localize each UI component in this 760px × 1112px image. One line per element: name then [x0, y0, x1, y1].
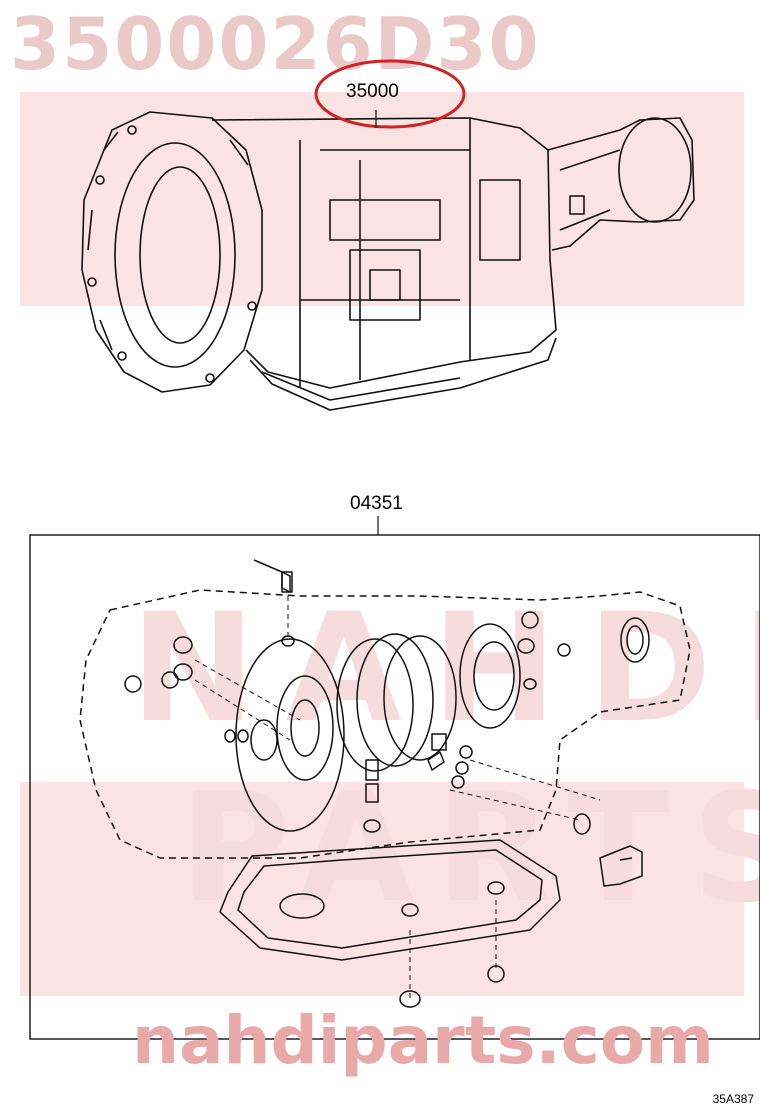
watermark-logo: NAHDI PARTS — [130, 582, 760, 936]
highlight-ring — [314, 59, 466, 129]
watermark-parts: PARTS — [180, 762, 760, 936]
illustration-id: 35A387 — [712, 1092, 754, 1106]
website-watermark: nahdiparts.com — [132, 1002, 714, 1079]
assembly-callout-label: 35000 — [346, 81, 399, 102]
watermark-nahdi: NAHDI — [130, 582, 760, 756]
overhaul-kit-drawing — [79, 559, 691, 1008]
part-number-title: 3500026D30 — [10, 2, 541, 86]
kit-frame — [29, 534, 760, 1040]
watermark-band-bottom — [20, 782, 744, 996]
transmission-assembly-drawing — [81, 111, 695, 411]
kit-callout-label: 04351 — [350, 493, 403, 514]
